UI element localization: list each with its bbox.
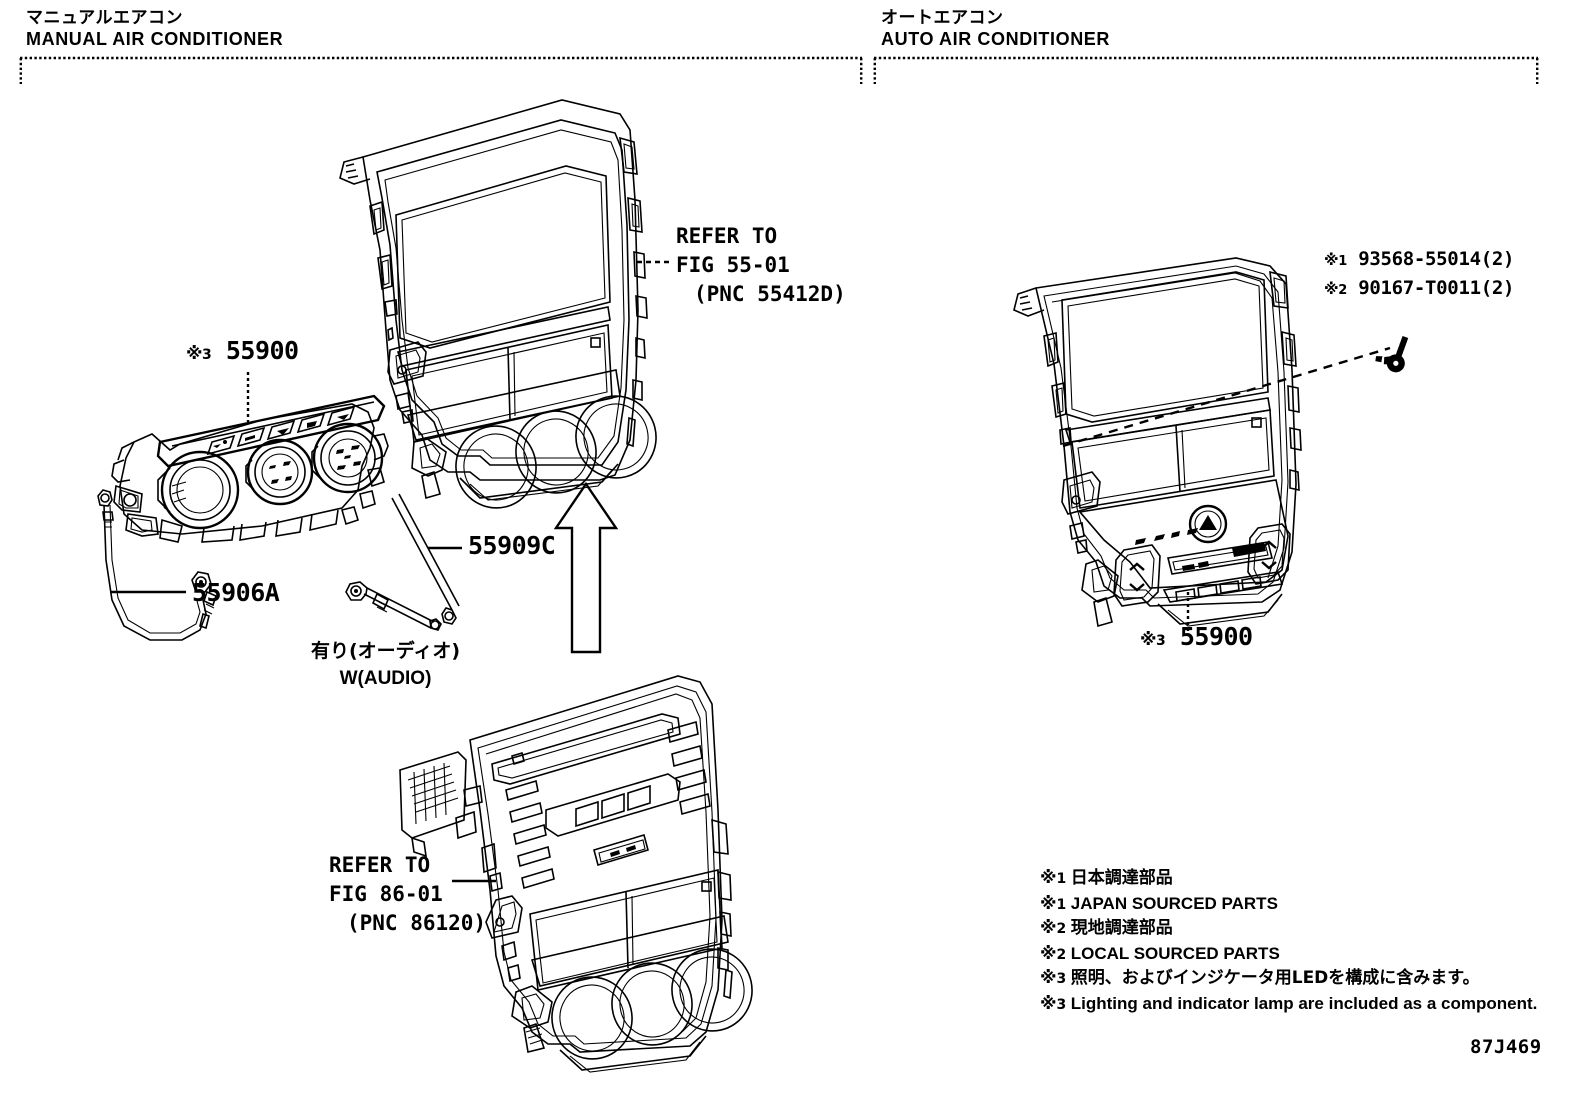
legend-mark-0: ※1 bbox=[1040, 868, 1067, 888]
section-title-en-auto: AUTO AIR CONDITIONER bbox=[881, 29, 1111, 49]
refer-lower-line2: FIG 86-01 bbox=[329, 882, 443, 906]
legend-row-4: ※3 照明、およびインジケータ用LEDを構成に含みます。 bbox=[1040, 966, 1537, 991]
legend-text-2: 現地調達部品 bbox=[1070, 918, 1173, 938]
part-number-manual-control: 55900 bbox=[225, 336, 299, 365]
part-number-cable-a: 55906A bbox=[192, 578, 280, 607]
fastener-2: ※2 90167-T0011(2) bbox=[1324, 275, 1514, 304]
legend-row-2: ※2 現地調達部品 bbox=[1040, 916, 1537, 941]
callout-auto-control-assy: ※3 55900 bbox=[1140, 622, 1253, 651]
legend-row-5: ※3 Lighting and indicator lamp are inclu… bbox=[1040, 991, 1537, 1016]
legend-row-0: ※1 日本調達部品 bbox=[1040, 866, 1537, 891]
callout-manual-control-assy: ※3 55900 bbox=[186, 336, 299, 365]
fastener-2-qty: (2) bbox=[1480, 277, 1515, 299]
section-title-en-manual: MANUAL AIR CONDITIONER bbox=[26, 29, 284, 49]
refer-lower-line3: (PNC 86120) bbox=[347, 911, 487, 935]
part-number-auto-control: 55900 bbox=[1179, 622, 1253, 651]
refer-lower-line1: REFER TO bbox=[329, 853, 431, 877]
legend-block: ※1 日本調達部品 ※1 JAPAN SOURCED PARTS ※2 現地調達… bbox=[1040, 866, 1537, 1016]
mark-1: ※1 bbox=[1324, 251, 1348, 269]
legend-text-1: JAPAN SOURCED PARTS bbox=[1070, 894, 1278, 913]
fastener-2-number: 90167-T0011 bbox=[1358, 277, 1481, 299]
mark-2: ※2 bbox=[1324, 280, 1348, 298]
section-title-jp-auto: オートエアコン bbox=[881, 8, 1004, 28]
legend-text-3: LOCAL SOURCED PARTS bbox=[1070, 944, 1280, 963]
drawing-number: 87J469 bbox=[1470, 1036, 1542, 1058]
legend-mark-5: ※3 bbox=[1040, 994, 1067, 1014]
legend-mark-4: ※3 bbox=[1040, 968, 1067, 988]
fastener-callouts: ※1 93568-55014(2) ※2 90167-T0011(2) bbox=[1324, 246, 1514, 304]
callout-cable-55909c: 55909C bbox=[468, 531, 556, 560]
audio-variant-note: 有り(オーディオ) W(AUDIO) bbox=[311, 638, 460, 692]
audio-note-jp: 有り(オーディオ) bbox=[311, 640, 461, 662]
section-header-auto: オートエアコン AUTO AIR CONDITIONER bbox=[881, 8, 1110, 50]
mark-3-auto: ※3 bbox=[1140, 630, 1166, 650]
legend-text-4: 照明、およびインジケータ用LEDを構成に含みます。 bbox=[1070, 968, 1480, 988]
legend-row-1: ※1 JAPAN SOURCED PARTS bbox=[1040, 891, 1537, 916]
fastener-1-qty: (2) bbox=[1480, 248, 1515, 270]
refer-upper-line3: (PNC 55412D) bbox=[694, 282, 846, 306]
fastener-1: ※1 93568-55014(2) bbox=[1324, 246, 1514, 275]
legend-mark-1: ※1 bbox=[1040, 894, 1067, 914]
part-number-cable-c: 55909C bbox=[468, 531, 556, 560]
section-header-manual: マニュアルエアコン MANUAL AIR CONDITIONER bbox=[26, 8, 283, 50]
callout-cable-55906a: 55906A bbox=[192, 578, 280, 607]
legend-mark-2: ※2 bbox=[1040, 918, 1067, 938]
legend-text-0: 日本調達部品 bbox=[1070, 868, 1173, 888]
mark-3-manual: ※3 bbox=[186, 344, 212, 364]
section-title-jp-manual: マニュアルエアコン bbox=[26, 8, 183, 28]
audio-note-en: W(AUDIO) bbox=[339, 668, 432, 689]
legend-row-3: ※2 LOCAL SOURCED PARTS bbox=[1040, 941, 1537, 966]
legend-mark-3: ※2 bbox=[1040, 944, 1067, 964]
refer-upper-line2: FIG 55-01 bbox=[676, 253, 790, 277]
legend-text-5: Lighting and indicator lamp are included… bbox=[1070, 994, 1538, 1013]
fastener-1-number: 93568-55014 bbox=[1358, 248, 1481, 270]
refer-block-upper: REFER TO FIG 55-01 (PNC 55412D) bbox=[676, 222, 846, 309]
refer-upper-line1: REFER TO bbox=[676, 224, 778, 248]
refer-block-lower: REFER TO FIG 86-01 (PNC 86120) bbox=[329, 851, 486, 938]
